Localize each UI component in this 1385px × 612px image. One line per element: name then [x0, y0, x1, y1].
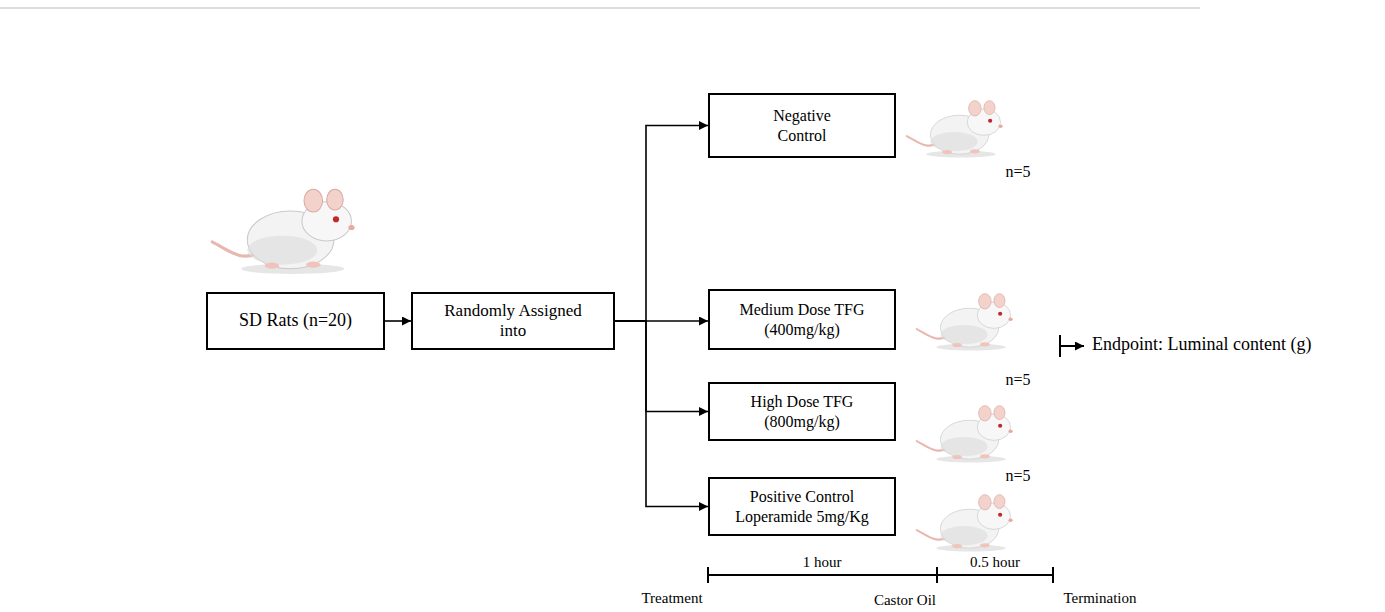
- connector-arrow: [615, 126, 708, 322]
- group-size: n=5: [1003, 466, 1032, 485]
- group-size: n=5: [1003, 162, 1032, 181]
- time-interval: 1 hour: [801, 553, 844, 571]
- box-text: Negative Control: [757, 106, 847, 144]
- endpoint-label: Endpoint: Luminal content (g): [1090, 334, 1313, 356]
- timeline-tick: [936, 567, 938, 583]
- time-interval: 0.5 hour: [968, 553, 1022, 571]
- box-text: High Dose TFG (800mg/kg): [717, 392, 887, 430]
- connector-arrow: [615, 321, 708, 507]
- group-size: n=5: [1003, 370, 1032, 389]
- timeline-tick: [707, 567, 709, 583]
- box-text: Randomly Assigned into: [438, 301, 588, 342]
- box-text: Positive Control Loperamide 5mg/Kg: [717, 487, 887, 525]
- rat-figure: [917, 495, 1013, 552]
- box-text: SD Rats (n=20): [213, 310, 378, 332]
- rat-figure: [917, 406, 1013, 463]
- box-text: Medium Dose TFG (400mg/kg): [717, 300, 887, 338]
- group-box: Positive Control Loperamide 5mg/Kg: [708, 477, 896, 536]
- top-rule: [0, 7, 1200, 9]
- assignment-box: Randomly Assigned into: [411, 292, 615, 350]
- rat-figure: [212, 189, 354, 274]
- endpoint-arrow: [1060, 345, 1084, 347]
- connector-arrow: [385, 320, 411, 322]
- rat-figure: [907, 101, 1003, 158]
- timeline-tick: [1052, 567, 1054, 583]
- timeline-event: Termination: [1061, 589, 1138, 607]
- timeline-event: Treatment: [639, 589, 704, 607]
- group-box: Negative Control: [708, 93, 896, 158]
- timeline-event: Castor Oil: [872, 591, 938, 609]
- source-box: SD Rats (n=20): [206, 292, 385, 350]
- timeline-axis: [708, 574, 1053, 576]
- rat-figure: [917, 294, 1013, 351]
- group-box: High Dose TFG (800mg/kg): [708, 382, 896, 441]
- group-box: Medium Dose TFG (400mg/kg): [708, 289, 896, 350]
- connector-arrow: [615, 321, 708, 412]
